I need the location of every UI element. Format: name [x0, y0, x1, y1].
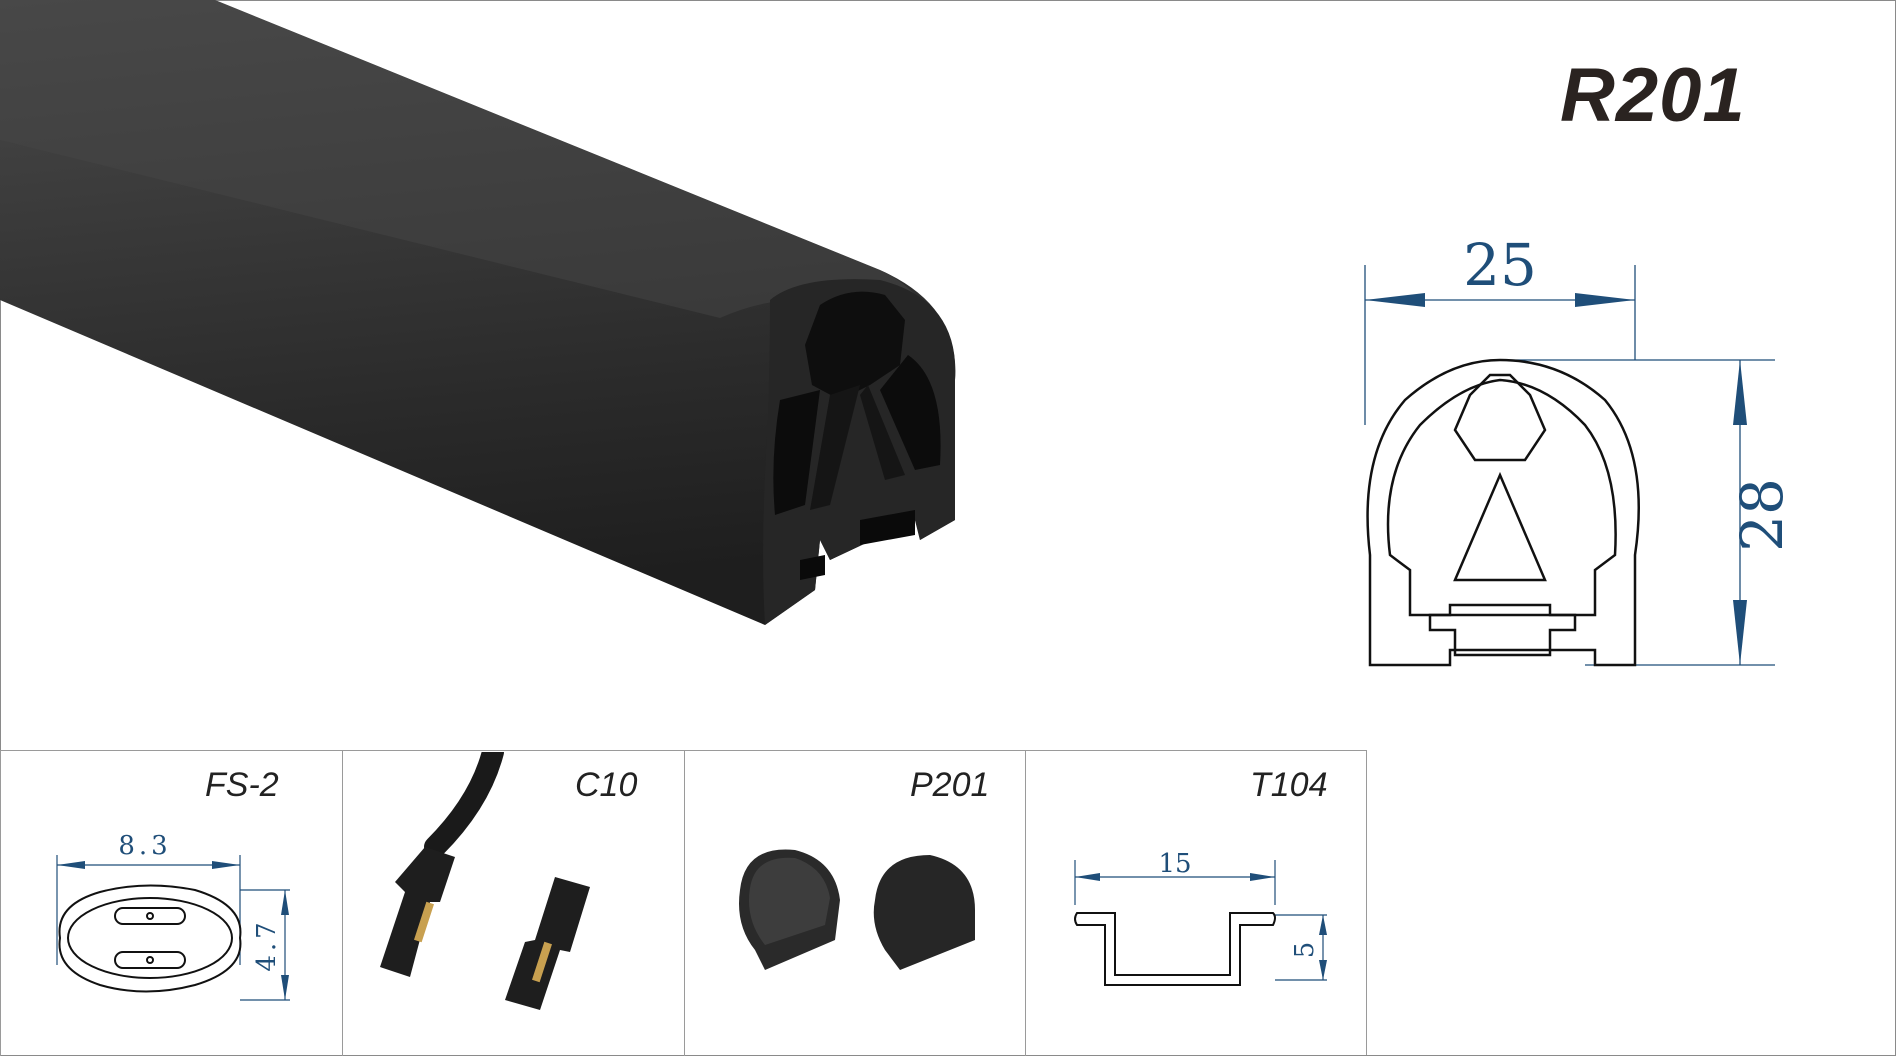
profile-right-cavity: [880, 355, 941, 470]
accessory-label-p201: P201: [910, 766, 990, 804]
profile-left-cavity: [773, 390, 820, 515]
t104-height-label: 5: [1290, 942, 1320, 959]
accessory-label-fs2: FS-2: [205, 766, 279, 804]
section-bottom-slot: [1428, 613, 1577, 657]
accessory-label-t104: T104: [1250, 766, 1328, 804]
profile-top-highlight: [0, 0, 920, 318]
p201-cap-right: [873, 855, 975, 970]
height-dimension-label: 28: [1728, 478, 1790, 552]
t104-width-label: 15: [1158, 849, 1191, 879]
c10-plug-left: [380, 847, 455, 977]
profile-web-left: [810, 385, 860, 510]
cross-section-drawing: 25 28: [1364, 231, 1790, 667]
c10-cable: [424, 752, 504, 858]
section-triangle: [1453, 471, 1547, 582]
accessory-cell-t104: [1025, 750, 1367, 1056]
fs2-inner-ellipse: [67, 897, 233, 979]
accessory-cell-fs2: [0, 750, 343, 1056]
section-outer-outline: [1366, 358, 1640, 667]
fs2-outer-ellipse: [58, 884, 242, 993]
model-title: R201: [1560, 53, 1746, 138]
profile-hex-cavity: [805, 291, 905, 400]
profile-web-right: [860, 385, 905, 480]
width-dimension-label: 25: [1463, 231, 1537, 299]
t104-drawing: 15 5: [1074, 849, 1327, 986]
section-inner-outline: [1386, 378, 1617, 617]
t104-channel: [1074, 912, 1276, 986]
accessory-cell-c10: [342, 750, 685, 1056]
fs2-height-label: 4.7: [252, 918, 282, 971]
width-arrow-left: [1365, 293, 1425, 307]
section-hex-cavity: [1453, 373, 1547, 462]
profile-slot-lower: [800, 555, 825, 580]
accessory-strip-right-border: [1366, 750, 1367, 1055]
fs2-width-label: 8.3: [118, 831, 171, 861]
p201-drawing: [739, 849, 975, 970]
height-arrow-top: [1733, 360, 1747, 425]
accessory-cell-p201: [684, 750, 1026, 1056]
fs2-drawing: 8.3 4.7: [56, 831, 290, 1001]
c10-drawing: [380, 752, 590, 1010]
width-arrow-right: [1575, 293, 1635, 307]
height-arrow-bottom: [1733, 600, 1747, 665]
profile-slot: [860, 510, 915, 545]
accessory-label-c10: C10: [575, 766, 638, 804]
